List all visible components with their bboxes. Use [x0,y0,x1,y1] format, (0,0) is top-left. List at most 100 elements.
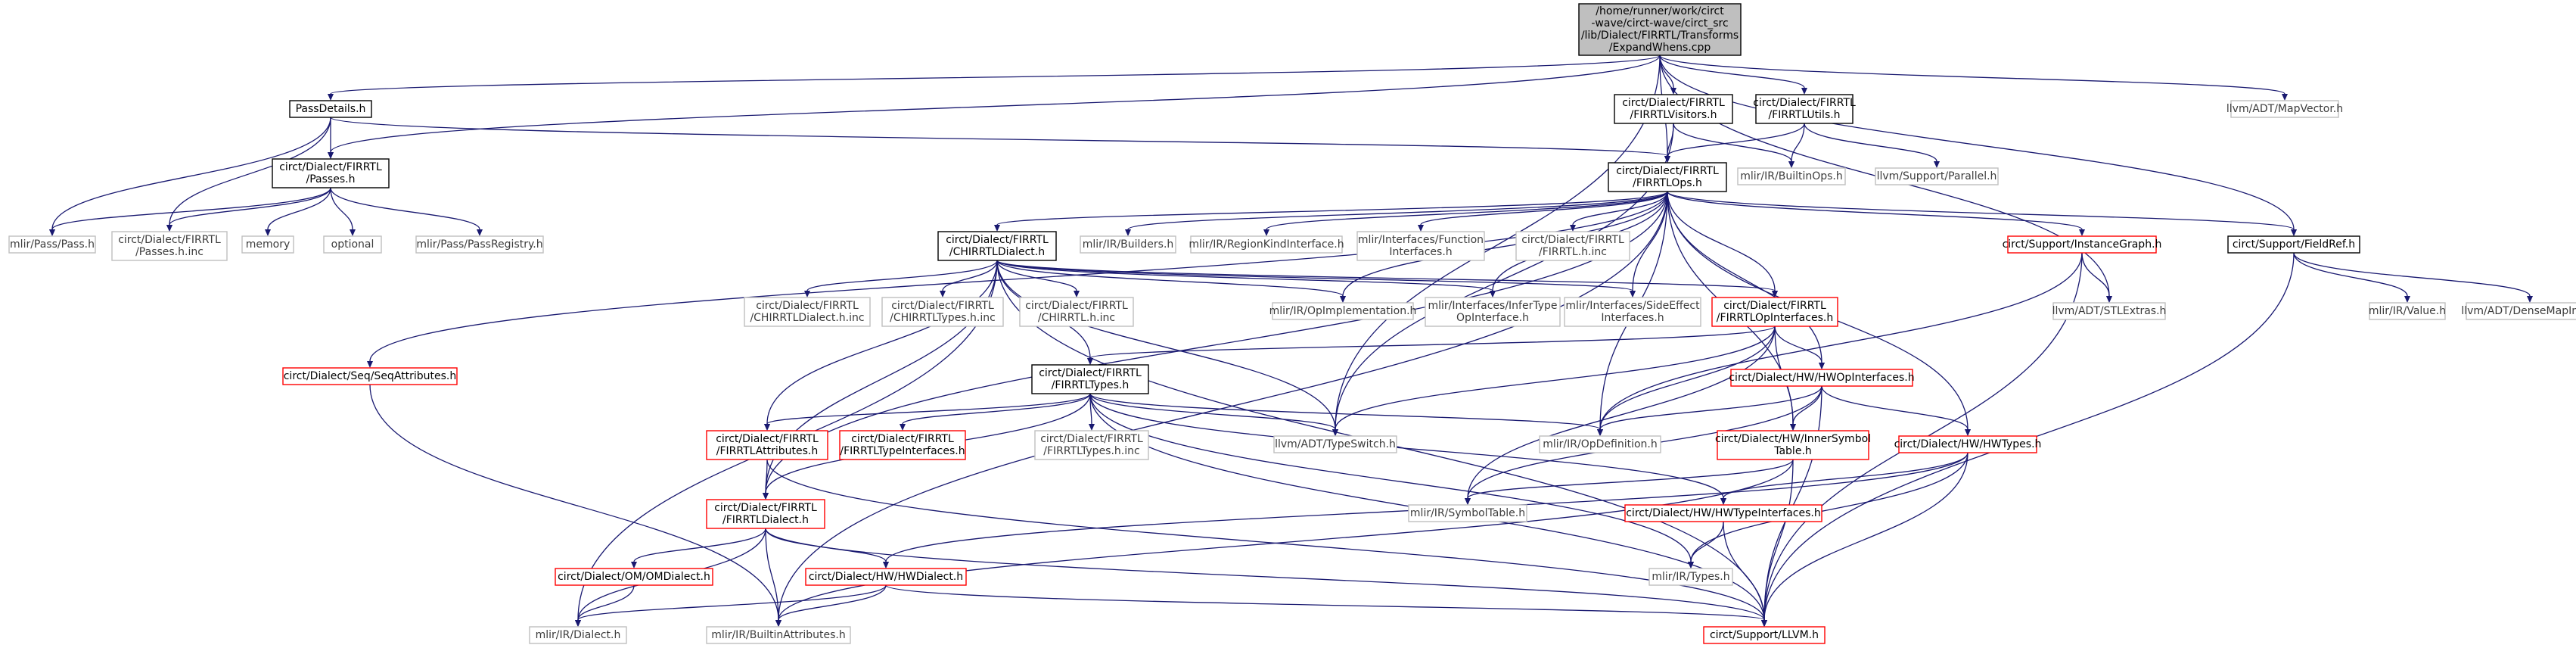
node-label-line: circt/Support/FieldRef.h [2233,238,2355,251]
edge-arrowhead [763,493,769,500]
edge-chirrtl-to-infertype [996,260,1493,291]
node-symboltable[interactable]: mlir/IR/SymbolTable.h [1408,504,1527,522]
node-firrtlops[interactable]: circt/Dialect/FIRRTL/FIRRTLOps.h [1608,162,1727,192]
node-firrtldialect[interactable]: circt/Dialect/FIRRTL/FIRRTLDialect.h [706,499,825,529]
node-label-line: llvm/ADT/MapVector.h [2226,103,2343,115]
node-box [555,568,713,586]
node-firrtlopif[interactable]: circt/Dialect/FIRRTL/FIRRTLOpInterfaces.… [1711,297,1838,327]
node-box [1614,94,1733,124]
node-instancegraph[interactable]: circt/Support/InstanceGraph.h [2003,235,2162,254]
node-optional[interactable]: optional [323,235,382,254]
node-hwtypeif[interactable]: circt/Dialect/HW/HWTypeInterfaces.h [1624,504,1822,522]
node-label-line: Interfaces.h [1601,312,1664,324]
node-hwtypes[interactable]: circt/Dialect/HW/HWTypes.h [1894,435,2042,453]
node-chirrtl[interactable]: circt/Dialect/FIRRTL/CHIRRTLDialect.h [937,231,1057,261]
node-label-line: circt/Dialect/FIRRTL [1622,97,1725,109]
edge-firrtlutils-to-firrtlops [1667,123,1805,157]
node-stlextras[interactable]: llvm/ADT/STLExtras.h [2052,302,2167,320]
edge-hwdialect-to-llvm [885,584,1765,621]
node-label-line: /Passes.h.inc [135,246,204,258]
node-hwdialect[interactable]: circt/Dialect/HW/HWDialect.h [805,568,967,586]
edge-passes-to-optional [330,187,353,230]
edge-arrowhead [1630,291,1636,298]
node-opdef[interactable]: mlir/IR/OpDefinition.h [1539,435,1661,453]
node-fieldref[interactable]: circt/Support/FieldRef.h [2227,235,2360,254]
node-passes[interactable]: circt/Dialect/FIRRTL/Passes.h [272,158,390,188]
node-firrtlattrs[interactable]: circt/Dialect/FIRRTL/FIRRTLAttributes.h [706,430,828,460]
node-box [282,367,458,385]
node-box [706,626,851,644]
edge-firrtltypes-to-firrtltypeif [902,393,1091,425]
node-label-line: llvm/Support/Parallel.h [1877,170,1997,182]
node-firrtlutils[interactable]: circt/Dialect/FIRRTL/FIRRTLUtils.h [1753,94,1856,124]
node-label-line: Interfaces.h [1389,246,1452,258]
node-firrtlvisitors[interactable]: circt/Dialect/FIRRTL/FIRRTLVisitors.h [1614,94,1733,124]
node-box [1272,302,1414,320]
node-label-line: circt/Dialect/FIRRTL [279,161,382,173]
node-mapvector[interactable]: llvm/ADT/MapVector.h [2226,100,2343,118]
edge-arrowhead [2282,94,2288,101]
node-builtinops[interactable]: mlir/IR/BuiltinOps.h [1737,167,1846,185]
node-label-line: /FIRRTLTypes.h.inc [1043,445,1139,457]
node-seqattrs[interactable]: circt/Dialect/Seq/SeqAttributes.h [282,367,458,385]
node-box [1730,369,1913,387]
edge-instancegraph-to-stlextras [2081,252,2110,297]
node-types[interactable]: mlir/IR/Types.h [1648,568,1733,586]
node-label-line: circt/Dialect/FIRRTL [851,433,954,445]
node-box [1711,297,1838,327]
node-label-line: llvm/ADT/DenseMapInfo.h [2461,305,2576,317]
node-regionkind[interactable]: mlir/IR/RegionKindInterface.h [1189,235,1344,254]
node-memory[interactable]: memory [241,235,294,254]
node-parallel[interactable]: llvm/Support/Parallel.h [1875,167,1999,185]
node-densemapinfo[interactable]: llvm/ADT/DenseMapInfo.h [2461,302,2576,320]
edge-chirrtl-to-chirrtldialectinc [806,260,998,291]
node-value[interactable]: mlir/IR/Value.h [2369,302,2446,320]
node-passdetails[interactable]: PassDetails.h [289,100,372,118]
node-passregistry[interactable]: mlir/Pass/PassRegistry.h [415,235,544,254]
edge-hwdialect-to-dialect [577,584,887,621]
node-chirrtltypesinc[interactable]: circt/Dialect/FIRRTL/CHIRRTLTypes.h.inc [881,297,1004,327]
edge-passes-to-passregistry [330,187,480,230]
node-box [289,100,372,118]
node-llvm[interactable]: circt/Support/LLVM.h [1703,626,1826,644]
edge-passdetails-to-firrtlops [330,117,1668,157]
node-omdialect[interactable]: circt/Dialect/OM/OMDialect.h [555,568,713,586]
node-pass[interactable]: mlir/Pass/Pass.h [8,235,96,254]
node-opimpl[interactable]: mlir/IR/OpImplementation.h [1269,302,1417,320]
edge-firrtlopif-to-hwopif [1774,326,1822,363]
node-root[interactable]: /home/runner/work/circt-wave/circt-wave/… [1578,3,1742,56]
node-firrtltypeif[interactable]: circt/Dialect/FIRRTL/FIRRTLTypeInterface… [839,430,966,460]
node-builtinattrs[interactable]: mlir/IR/BuiltinAttributes.h [706,626,851,644]
node-box [706,499,825,529]
node-passesinc[interactable]: circt/Dialect/FIRRTL/Passes.h.inc [111,231,228,261]
node-chirrtlhinc[interactable]: circt/Dialect/FIRRTL/CHIRRTL.h.inc [1019,297,1134,327]
node-label-line: /Passes.h [306,173,356,185]
node-label-line: memory [246,238,291,251]
node-box [744,297,871,327]
node-chirrtldialectinc[interactable]: circt/Dialect/FIRRTL/CHIRRTLDialect.h.in… [744,297,871,327]
node-label-line: mlir/IR/RegionKindInterface.h [1189,238,1344,251]
node-builders[interactable]: mlir/IR/Builders.h [1080,235,1176,254]
node-label-line: /FIRRTLAttributes.h [716,445,818,457]
edge-firrtltypes-to-typeswitch [1089,393,1336,430]
edge-arrowhead [2404,296,2410,303]
node-firrtltypesinc[interactable]: circt/Dialect/FIRRTL/FIRRTLTypes.h.inc [1034,430,1149,460]
node-label-line: OpInterface.h [1456,312,1529,324]
node-firrtlhinc[interactable]: circt/Dialect/FIRRTL/FIRRTL.h.inc [1515,231,1630,261]
node-hwopif[interactable]: circt/Dialect/HW/HWOpInterfaces.h [1729,369,1915,387]
node-firrtltypes[interactable]: circt/Dialect/FIRRTL/FIRRTLTypes.h [1031,364,1149,394]
node-box [1608,162,1727,192]
node-box [1578,3,1742,56]
edge-arrowhead [2106,296,2112,303]
node-box [2466,302,2576,320]
node-dialect[interactable]: mlir/IR/Dialect.h [529,626,627,644]
edge-firrtlops-to-fieldref [1667,191,2295,230]
edge-arrowhead [2079,229,2085,236]
node-typeswitch[interactable]: llvm/ADT/TypeSwitch.h [1273,435,1397,453]
edge-firrtlopif-to-typeswitch [1335,326,1776,430]
node-label-line: /CHIRRTL.h.inc [1038,312,1115,324]
